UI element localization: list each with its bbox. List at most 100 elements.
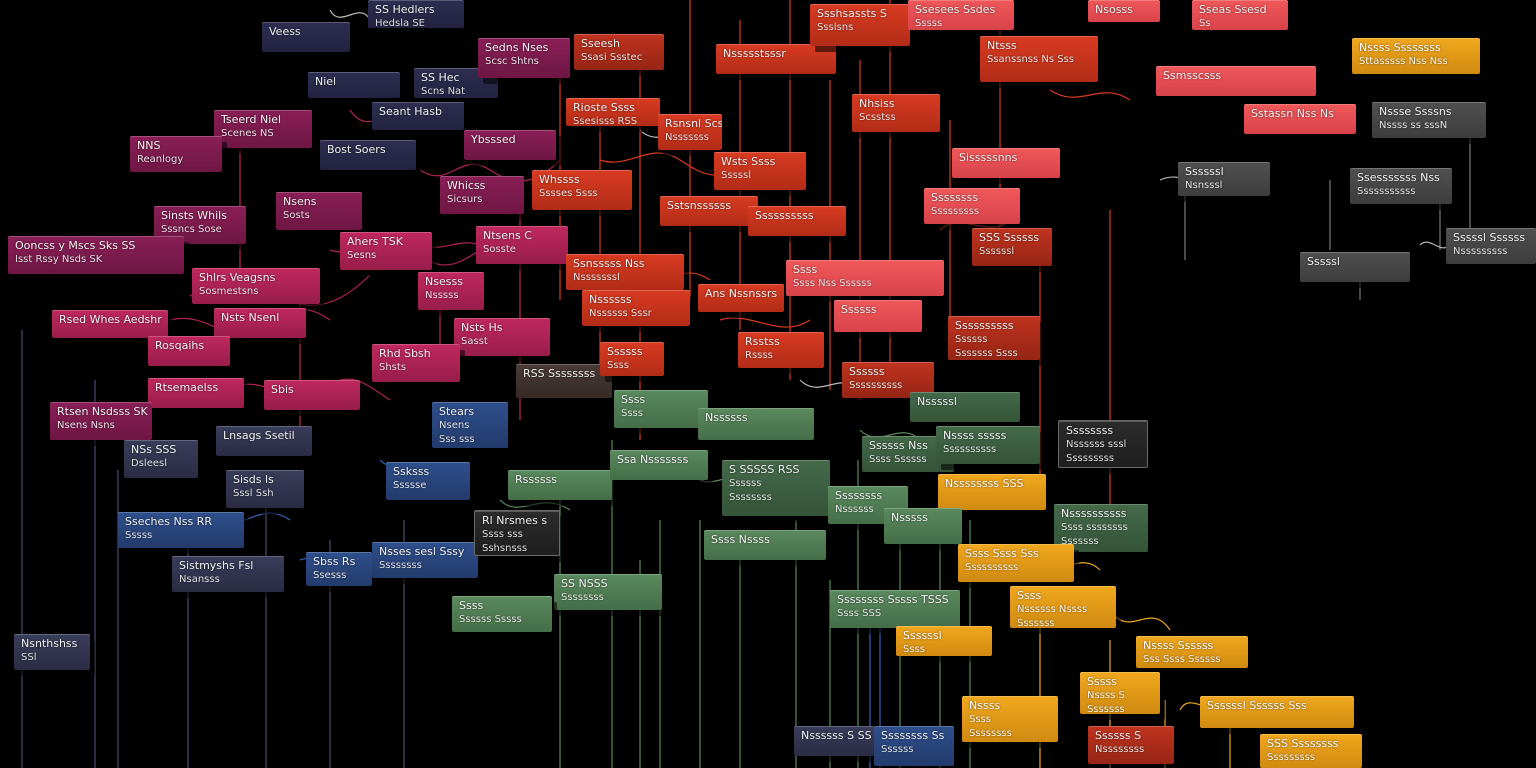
graph-node[interactable]: Nsssssl: [910, 392, 1020, 422]
graph-node[interactable]: Ybsssed: [464, 130, 556, 160]
graph-node[interactable]: Ssss Nssss: [704, 530, 826, 560]
graph-node[interactable]: Nssssstsssr: [716, 44, 836, 74]
graph-node[interactable]: Rosqaihs: [148, 336, 230, 366]
graph-node[interactable]: Bost Soers: [320, 140, 416, 170]
graph-node[interactable]: Sstsnssssss: [660, 196, 758, 226]
node-label: Nsssssss: [665, 132, 709, 143]
graph-node[interactable]: Rsed Whes Aedshr: [52, 310, 168, 338]
graph-node[interactable]: Nssssss S SS: [794, 726, 874, 756]
graph-node[interactable]: Ssa Nsssssss: [610, 450, 708, 480]
node-label: Nssss ss sssN: [1379, 120, 1448, 131]
graph-node[interactable]: Rtsemaelss: [148, 378, 244, 408]
graph-node[interactable]: Rssssss: [508, 470, 612, 500]
graph-node[interactable]: Niel: [308, 72, 400, 98]
graph-node[interactable]: Ssmsscsss: [1156, 66, 1316, 96]
graph-node[interactable]: Lnsags Ssetil: [216, 426, 312, 456]
graph-node[interactable]: Ssssssl Ssssss Sss: [1200, 696, 1354, 728]
graph-node[interactable]: Ssssss: [834, 300, 922, 332]
node-label: Ssssssssss: [849, 380, 903, 391]
graph-node[interactable]: Ssssssssss: [748, 206, 846, 236]
graph-node[interactable]: Sisssssnns: [952, 148, 1060, 178]
graph-node[interactable]: Ans Nssnssrs: [698, 284, 784, 312]
graph-node[interactable]: Sstassn Nss Ns: [1244, 104, 1356, 134]
graph-node[interactable]: Sssssl: [1300, 252, 1410, 282]
graph-node[interactable]: Rsnsnl ScssdsNsssssss: [658, 114, 722, 150]
graph-node[interactable]: Nsssss: [884, 508, 962, 544]
node-label: Bost Soers: [327, 143, 386, 156]
graph-node[interactable]: Nsts Nsenl: [214, 308, 306, 338]
graph-node[interactable]: RSS Ssssssss: [516, 364, 612, 398]
graph-node[interactable]: Nsosss: [1088, 0, 1160, 22]
graph-node[interactable]: Nssssss: [698, 408, 814, 440]
graph-node[interactable]: Sbis: [264, 380, 360, 410]
graph-node[interactable]: Nssssssss SSS: [938, 474, 1046, 510]
graph-node[interactable]: Veess: [262, 22, 350, 52]
graph-node[interactable]: Seant Hasb: [372, 102, 464, 130]
